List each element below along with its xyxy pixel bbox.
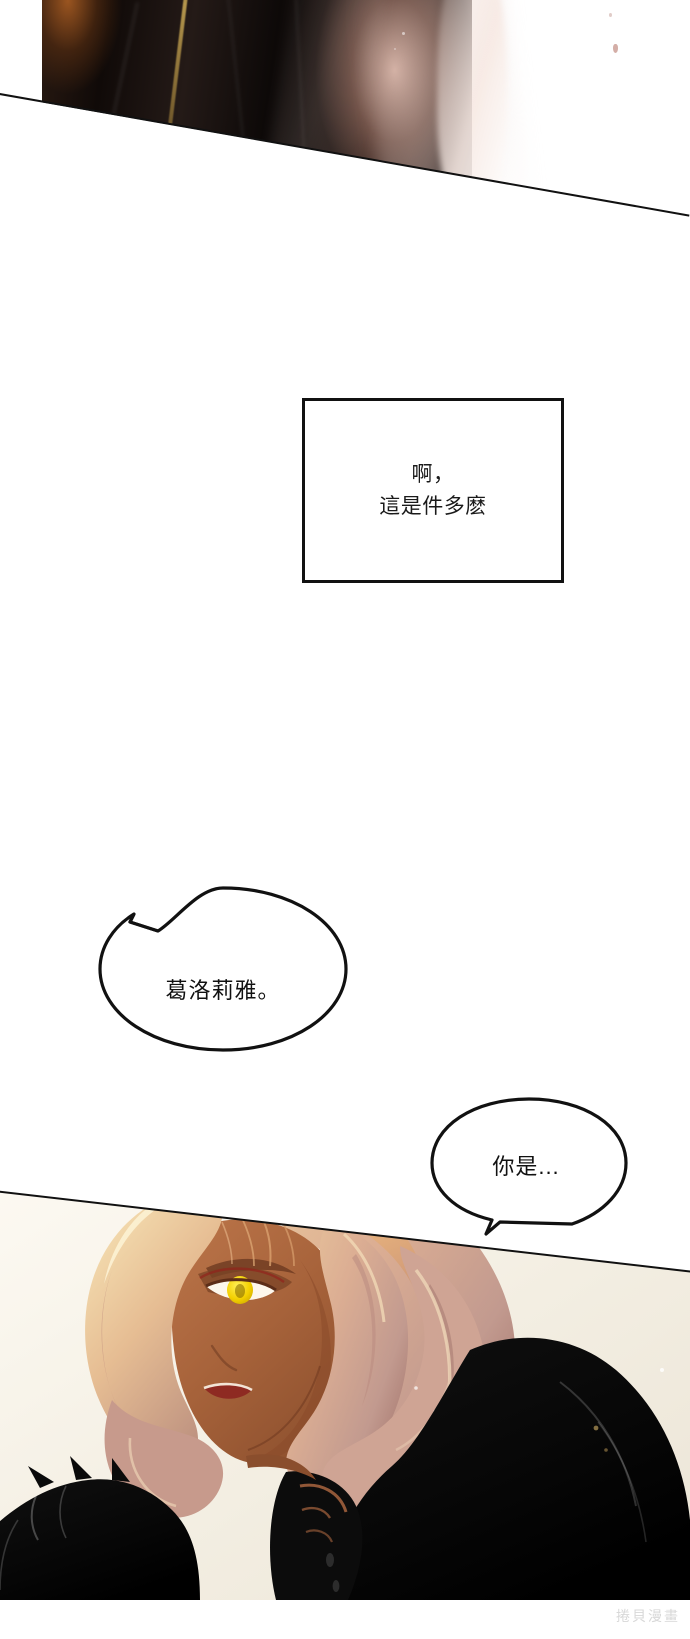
panel-top [0,0,690,230]
fabric-speck [394,48,396,50]
narration-box: 啊， 這是件多麽 [302,398,564,583]
gold-trim-line [154,0,196,216]
sparkle [660,1368,664,1372]
watermark-text: 捲貝漫畫 [616,1608,680,1624]
speech-bubble-youare-text: 你是... [492,1154,560,1179]
panel-bottom [0,1150,690,1600]
bottom-white-strip [0,1600,690,1639]
narration-text: 啊， 這是件多麽 [379,462,487,518]
speech-bubble-youare: 你是... [428,1096,634,1236]
dark-fabric-art [42,0,541,216]
speech-bubble-gloria-text: 葛洛莉雅。 [165,978,281,1003]
speech-bubble-youare-shape [430,1097,628,1236]
speech-bubble-gloria-shape [98,886,348,1052]
blood-droplet [613,44,618,53]
fabric-fold [224,0,254,216]
character-illustration [0,1192,690,1600]
fabric-speck [402,32,405,35]
fabric-edge-highlight [437,0,507,216]
speech-bubble-gloria: 葛洛莉雅。 [96,884,350,1054]
blood-speck [609,13,612,17]
panel-bottom-artwork [0,1192,690,1600]
